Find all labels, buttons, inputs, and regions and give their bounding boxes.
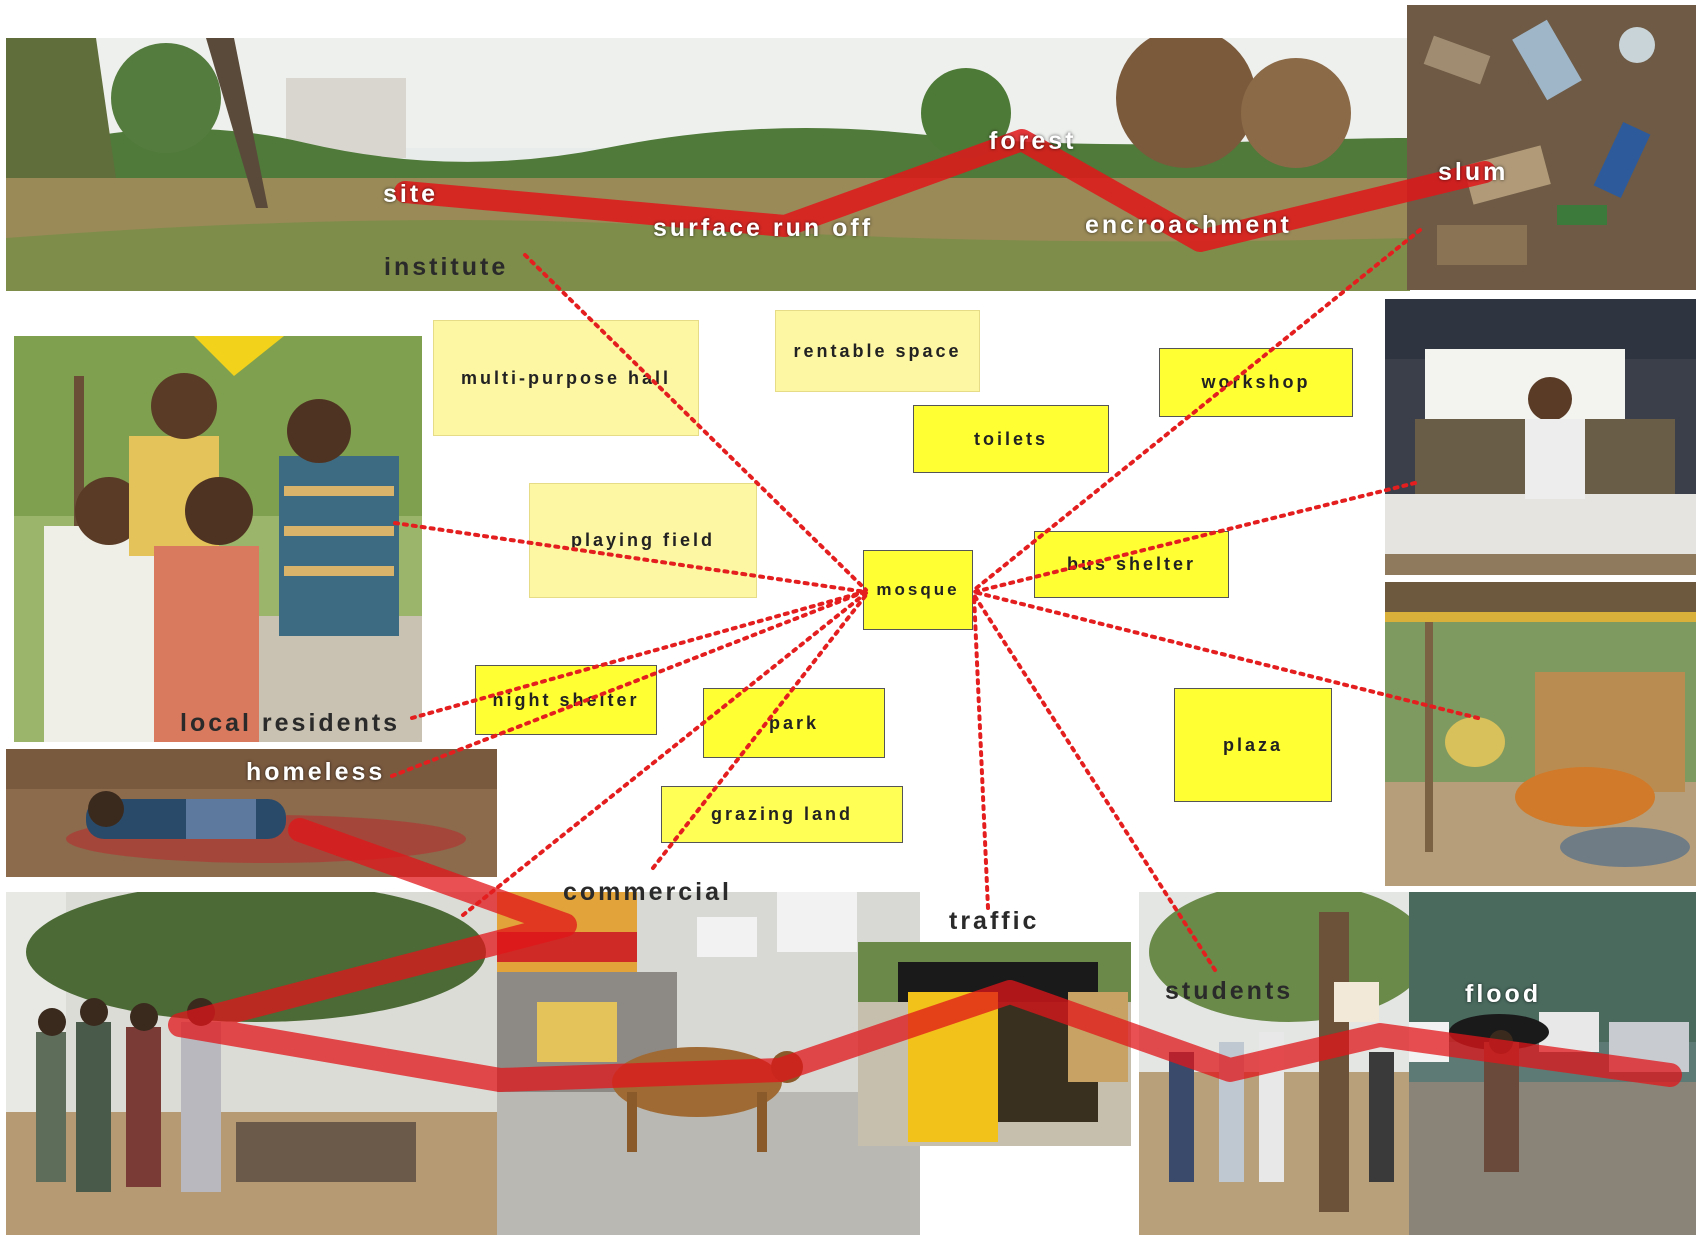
workshop-box: workshop — [1159, 348, 1353, 417]
plaza-label: plaza — [1222, 734, 1284, 755]
mosque-label: mosque — [876, 580, 960, 599]
toilets-label: toilets — [973, 428, 1048, 449]
label-students: students — [1165, 977, 1294, 1005]
night-shelter-box: night shelter — [475, 665, 657, 735]
bus-shelter-box: bus shelter — [1034, 531, 1229, 598]
commercial-cafe-photo — [497, 892, 920, 1235]
crowd-under-tree-photo — [6, 892, 499, 1235]
plaza-market-photo — [1385, 582, 1696, 886]
park-box: park — [703, 688, 885, 758]
workshop-label: workshop — [1201, 372, 1311, 392]
site-panorama-photo — [6, 38, 1410, 291]
connector-traffic — [972, 593, 990, 910]
multi-purpose-hall-box: multi-purpose hall — [433, 320, 699, 436]
plaza-box: plaza — [1174, 688, 1332, 802]
label-institute: institute — [384, 253, 509, 281]
grazing-land-box: grazing land — [661, 786, 903, 843]
label-forest: forest — [989, 127, 1077, 155]
night-shelter-label: night shelter — [492, 689, 640, 710]
multi-purpose-hall-label: multi-purpose hall — [460, 367, 671, 388]
bus-shelter-label: bus shelter — [1066, 554, 1197, 574]
workshop-photo — [1385, 299, 1696, 575]
label-traffic: traffic — [949, 907, 1040, 935]
traffic-rickshaw-photo — [858, 942, 1131, 1146]
rentable-space-label: rentable space — [793, 340, 962, 361]
mosque-center-box: mosque — [863, 550, 973, 630]
park-label: park — [768, 712, 820, 733]
grazing-land-label: grazing land — [710, 804, 853, 824]
students-photo — [1139, 892, 1409, 1235]
playing-field-box: playing field — [529, 483, 757, 598]
slum-photo — [1407, 5, 1696, 290]
label-flood: flood — [1465, 980, 1542, 1008]
toilets-box: toilets — [913, 405, 1109, 473]
label-slum: slum — [1438, 158, 1509, 186]
rentable-space-box: rentable space — [775, 310, 980, 392]
local-residents-photo — [14, 336, 422, 742]
label-encroachment: encroachment — [1085, 211, 1292, 239]
label-site: site — [383, 180, 439, 208]
label-local-residents: local residents — [180, 709, 401, 737]
label-commercial: commercial — [563, 878, 732, 906]
playing-field-label: playing field — [570, 530, 715, 550]
flood-photo — [1409, 892, 1696, 1235]
label-homeless: homeless — [246, 758, 386, 786]
label-surface-run-off: surface run off — [653, 214, 874, 242]
